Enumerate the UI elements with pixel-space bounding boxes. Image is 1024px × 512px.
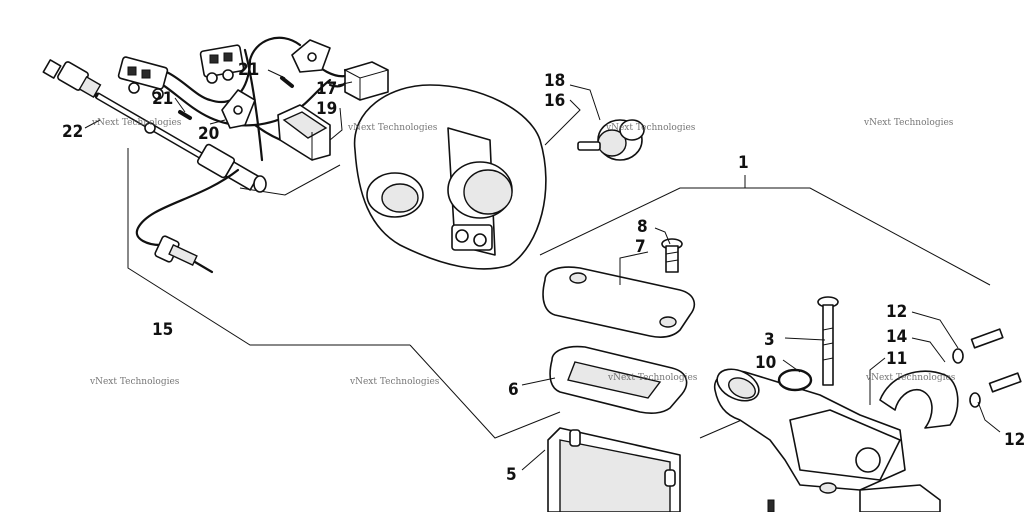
master-cylinder [714, 368, 941, 512]
throttle-cable-assembly [42, 59, 267, 193]
callout-21-lower: 21 [152, 89, 173, 109]
callout-11: 11 [886, 349, 907, 369]
callout-17: 17 [316, 79, 337, 99]
watermarks: vNext Technologies vNext Technologies vN… [89, 118, 956, 387]
watermark-text: vNext Technologies [605, 123, 696, 133]
cover-screw [661, 238, 683, 273]
wire-harness [117, 36, 352, 162]
callout-8: 8 [637, 217, 648, 237]
watermark-text: vNext Technologies [91, 118, 182, 128]
watermark-text: vNext Technologies [89, 377, 180, 387]
reservoir-cover [542, 266, 696, 338]
callout-12-top: 12 [886, 302, 907, 322]
callout-6: 6 [508, 380, 519, 400]
handlebar-clamp [879, 370, 959, 429]
switch-module [277, 104, 331, 161]
reservoir-body [547, 427, 681, 512]
watermark-text: vNext Technologies [865, 373, 956, 383]
watermark-text: vNext Technologies [347, 123, 438, 133]
reservoir-gasket [549, 345, 688, 414]
watermark-text: vNext Technologies [349, 377, 440, 387]
plug-knob [577, 119, 645, 161]
temperature-sensor-lead [135, 168, 240, 274]
callout-labels: 1 3 5 6 7 8 10 11 12 12 14 15 16 17 18 1… [62, 60, 1024, 485]
watermark-text: vNext Technologies [607, 373, 698, 383]
relay-block [344, 61, 389, 101]
callout-19: 19 [316, 99, 337, 119]
callout-18: 18 [544, 71, 565, 91]
callout-5: 5 [506, 465, 517, 485]
callout-1: 1 [738, 153, 749, 173]
callout-16: 16 [544, 91, 565, 111]
o-ring [777, 368, 813, 392]
callout-15: 15 [152, 320, 173, 340]
handlebar-housing [353, 84, 547, 270]
callout-12-bottom: 12 [1004, 430, 1024, 450]
master-cylinder-bolt [817, 296, 839, 386]
callout-22: 22 [62, 122, 83, 142]
watermark-text: vNext Technologies [863, 118, 954, 128]
clamp-screws [952, 328, 1022, 408]
callout-20: 20 [198, 124, 219, 144]
callout-3: 3 [764, 330, 775, 350]
callout-10: 10 [755, 353, 776, 373]
callout-21-upper: 21 [238, 60, 259, 80]
callout-7: 7 [635, 237, 646, 257]
callout-14: 14 [886, 327, 907, 347]
leader-lines [84, 69, 1001, 471]
